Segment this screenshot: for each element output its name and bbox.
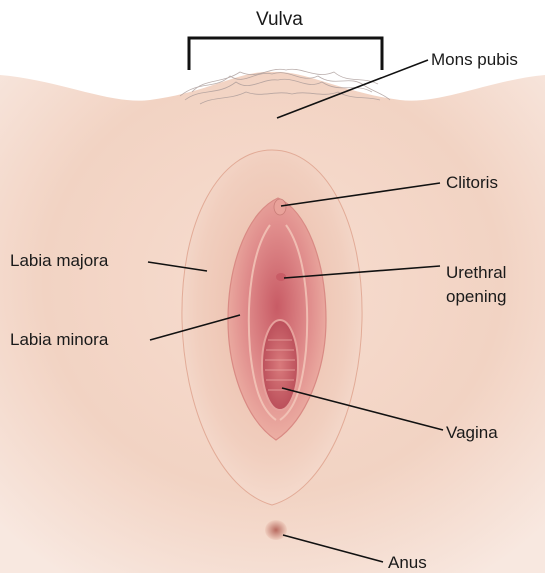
label-urethral-opening-line2: opening: [446, 287, 507, 307]
vaginal-opening-shape: [262, 320, 298, 410]
label-mons-pubis: Mons pubis: [431, 50, 518, 70]
label-anus: Anus: [388, 553, 427, 573]
label-clitoris: Clitoris: [446, 173, 498, 193]
anus-shape: [265, 520, 287, 540]
label-urethral-opening-line1: Urethral: [446, 263, 506, 283]
label-labia-majora: Labia majora: [10, 251, 108, 271]
clitoris-shape: [274, 199, 286, 215]
urethral-opening-shape: [276, 273, 286, 281]
vulva-title: Vulva: [256, 10, 303, 30]
vulva-bracket: [189, 38, 382, 70]
label-labia-minora: Labia minora: [10, 330, 108, 350]
label-vagina: Vagina: [446, 423, 498, 443]
